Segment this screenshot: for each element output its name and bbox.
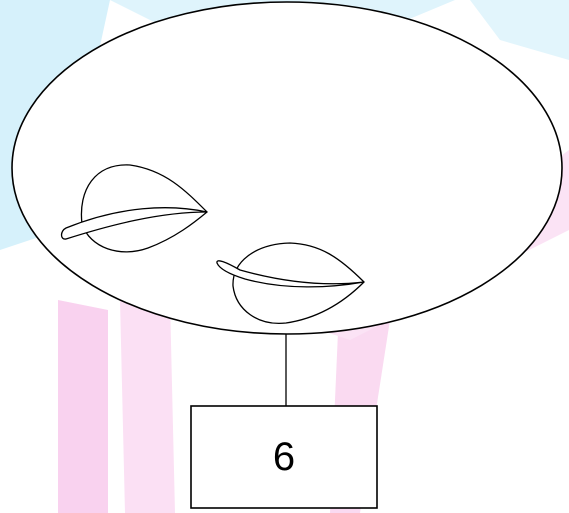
count-label: 6: [273, 435, 295, 479]
watermark-pink-bottom: [120, 300, 175, 513]
watermark-pink-left-post: [58, 300, 108, 513]
watermark-blue-right: [470, 0, 569, 60]
